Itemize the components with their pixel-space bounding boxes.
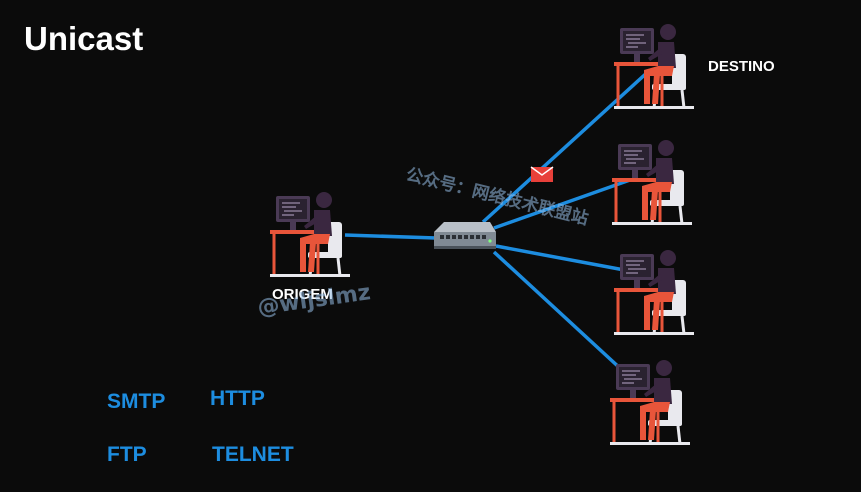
origin-label: ORIGEM xyxy=(272,286,333,303)
link-switch-dest-4 xyxy=(492,250,624,372)
protocol-http: HTTP xyxy=(210,387,265,410)
workstation-user-icon xyxy=(608,358,692,447)
link-origin-switch xyxy=(344,233,437,240)
link-switch-dest-2 xyxy=(493,178,631,230)
workstation-user-icon xyxy=(268,190,352,279)
workstation-user-icon xyxy=(612,248,696,337)
link-switch-dest-1 xyxy=(481,68,652,224)
link-switch-dest-3 xyxy=(495,244,636,274)
protocol-ftp: FTP xyxy=(107,443,147,466)
protocol-telnet: TELNET xyxy=(212,443,294,466)
destination-label: DESTINO xyxy=(708,58,775,75)
envelope-icon xyxy=(530,166,554,182)
links xyxy=(344,68,652,372)
protocol-smtp: SMTP xyxy=(107,390,166,413)
workstation-user-icon xyxy=(612,22,696,111)
network-switch-icon xyxy=(434,222,496,249)
diagram-title: Unicast xyxy=(24,20,144,57)
